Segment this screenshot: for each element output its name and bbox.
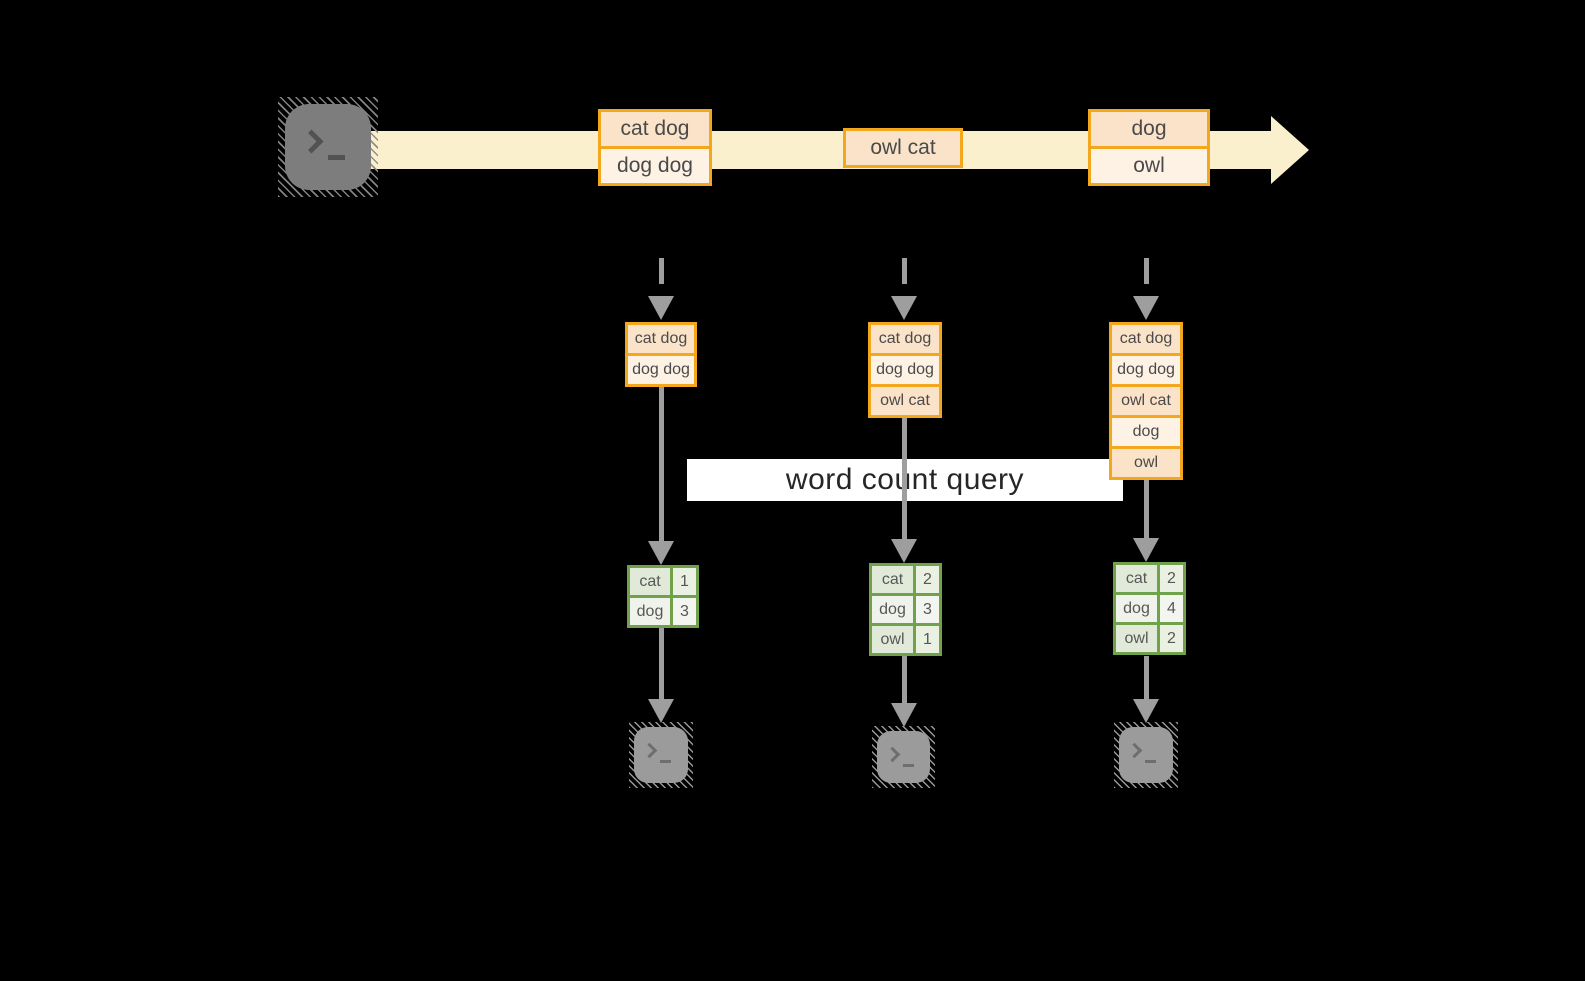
arrow-line (658, 387, 664, 541)
arrow-line (901, 418, 907, 539)
arrow-head (891, 296, 917, 320)
word-cell: cat (1116, 565, 1157, 592)
arrow-dash (1143, 258, 1149, 296)
arrow-head (1133, 538, 1159, 562)
count-cell: 3 (673, 598, 696, 625)
buffer-item: cat dog (628, 325, 694, 353)
buffer-item: dog dog (1112, 353, 1180, 384)
buffer-item: owl cat (871, 384, 939, 415)
word-cell: dog (872, 596, 913, 623)
arrow-dash (901, 258, 907, 296)
arrow-down-icon (1133, 656, 1159, 723)
stream-batch-1: cat dog dog dog (598, 109, 712, 186)
buffer-item: owl cat (1112, 384, 1180, 415)
batch-item: owl (1091, 146, 1207, 183)
dashed-arrow-down-icon (1133, 258, 1159, 322)
count-cell: 2 (1160, 565, 1183, 592)
dashed-arrow-down-icon (891, 258, 917, 322)
prompt-cursor-icon (660, 760, 671, 763)
batch-item: owl cat (846, 131, 960, 165)
terminal-body (634, 727, 688, 783)
prompt-cursor-icon (903, 764, 914, 767)
arrow-down-icon (891, 418, 917, 563)
batch-item: cat dog (601, 112, 709, 146)
count-cell: 2 (916, 566, 939, 593)
arrow-head (891, 703, 917, 727)
word-cell: cat (872, 566, 913, 593)
arrow-head (1133, 296, 1159, 320)
buffer-stack-3: cat dog dog dog owl cat dog owl (1109, 322, 1183, 480)
count-table-1: cat 1 dog 3 (627, 565, 699, 628)
terminal-sink-icon (872, 726, 935, 788)
arrow-head (648, 541, 674, 565)
buffer-stack-1: cat dog dog dog (625, 322, 697, 387)
count-cell: 1 (916, 626, 939, 653)
count-cell: 2 (1160, 625, 1183, 652)
buffer-item: dog (1112, 415, 1180, 446)
arrow-head (648, 699, 674, 723)
terminal-body (1119, 727, 1173, 783)
arrow-down-icon (648, 628, 674, 723)
terminal-body (285, 104, 371, 190)
terminal-sink-icon (1114, 722, 1178, 788)
word-cell: dog (1116, 595, 1157, 622)
arrow-line (658, 628, 664, 699)
word-cell: owl (1116, 625, 1157, 652)
arrow-down-icon (648, 387, 674, 565)
arrow-dash (658, 258, 664, 296)
buffer-stack-2: cat dog dog dog owl cat (868, 322, 942, 418)
arrow-down-icon (1133, 480, 1159, 562)
count-table-3: cat 2 dog 4 owl 2 (1113, 562, 1186, 655)
word-cell: dog (630, 598, 670, 625)
stream-batch-2: owl cat (843, 128, 963, 168)
arrow-head (648, 296, 674, 320)
dashed-arrow-down-icon (648, 258, 674, 322)
arrow-line (901, 656, 907, 703)
batch-item: dog dog (601, 146, 709, 183)
terminal-source-icon (278, 97, 378, 197)
count-table-2: cat 2 dog 3 owl 1 (869, 563, 942, 656)
buffer-item: dog dog (871, 353, 939, 384)
terminal-body (877, 731, 930, 783)
prompt-cursor-icon (328, 155, 345, 160)
word-cell: owl (872, 626, 913, 653)
buffer-item: cat dog (1112, 325, 1180, 353)
count-cell: 1 (673, 568, 696, 595)
buffer-item: cat dog (871, 325, 939, 353)
count-cell: 3 (916, 596, 939, 623)
prompt-cursor-icon (1145, 760, 1156, 763)
batch-item: dog (1091, 112, 1207, 146)
buffer-item: owl (1112, 446, 1180, 477)
stream-arrowhead-icon (1271, 116, 1309, 184)
buffer-item: dog dog (628, 353, 694, 384)
arrow-head (1133, 699, 1159, 723)
stream-batch-3: dog owl (1088, 109, 1210, 186)
arrow-line (1143, 656, 1149, 699)
word-cell: cat (630, 568, 670, 595)
arrow-line (1143, 480, 1149, 538)
count-cell: 4 (1160, 595, 1183, 622)
arrow-down-icon (891, 656, 917, 727)
terminal-sink-icon (629, 722, 693, 788)
arrow-head (891, 539, 917, 563)
